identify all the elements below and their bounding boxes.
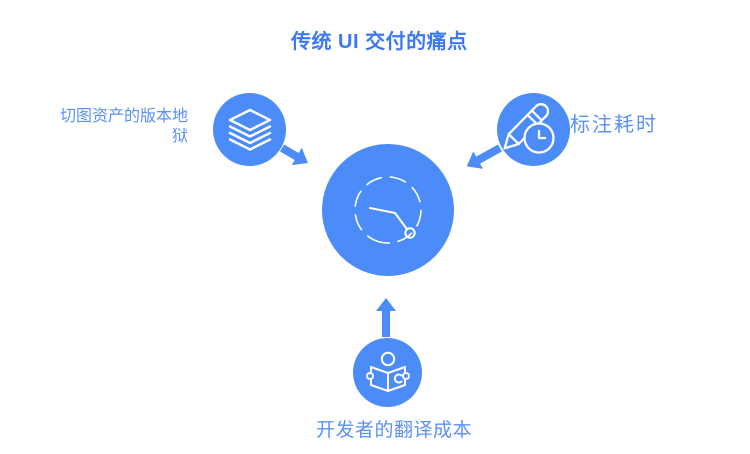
pencil-clock-icon [503,103,555,154]
reader-book-icon [365,351,410,392]
arrow-bottom-to-center-icon [376,298,396,337]
label-developer-translation: 开发者的翻译成本 [316,420,473,441]
page-title: 传统 UI 交付的痛点 [291,31,468,53]
label-line-2: 狱 [171,128,188,145]
node-annotation [497,93,570,166]
node-developer-translation [353,338,422,407]
label-slicing-assets: 切图资产的版本地 狱 [58,107,188,147]
label-line-1: 切图资产的版本地 [59,108,188,125]
label-annotation: 标注耗时 [570,114,658,136]
node-slicing-assets [213,93,286,166]
layers-icon [228,108,271,151]
dashed-clock-path-icon [354,176,422,244]
node-center-hub [322,144,454,276]
